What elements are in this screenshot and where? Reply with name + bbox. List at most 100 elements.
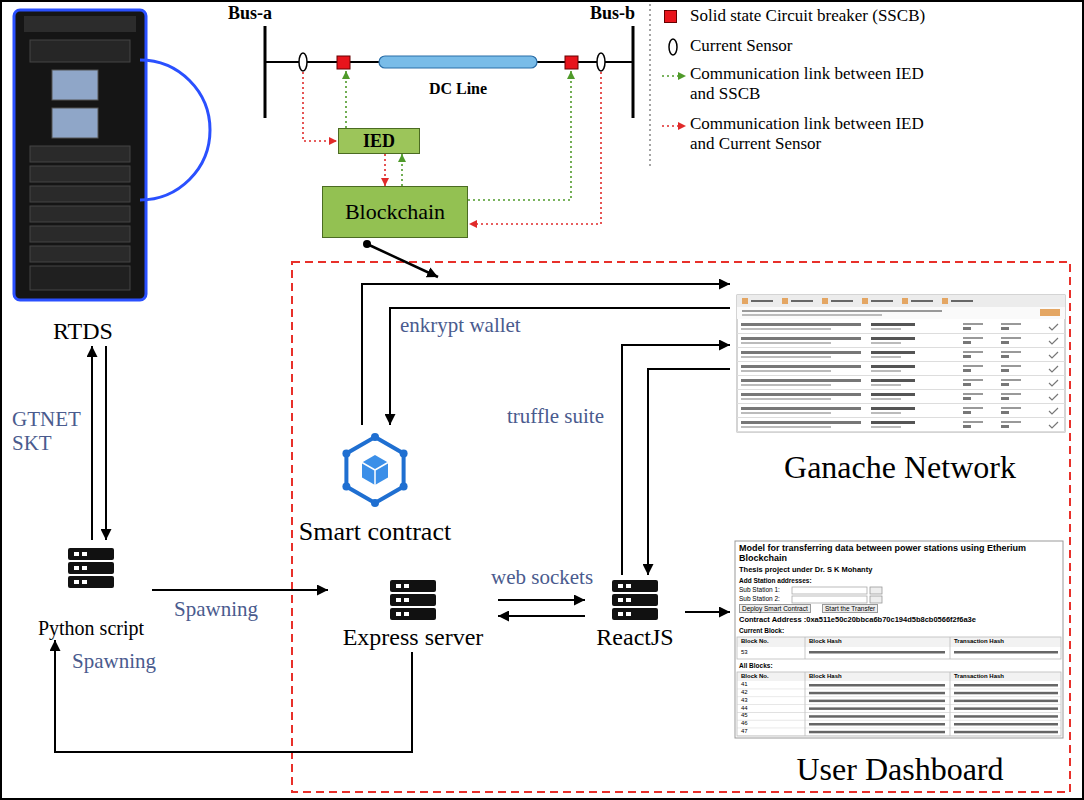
ganache-screenshot (737, 307, 1065, 319)
screen-title: Model for transferring data between powe… (739, 543, 1059, 564)
rtds-rack (52, 108, 98, 138)
dashboard-screenshot (792, 596, 867, 603)
bus-lines (264, 26, 267, 118)
table-header: Transaction Hash (954, 638, 1004, 645)
dashboard-screenshot (870, 587, 882, 594)
node-text: Blockchain (345, 199, 445, 224)
ganache-screenshot (737, 421, 1065, 432)
ganache-screenshot (737, 379, 1065, 390)
dc-line-shape (378, 55, 538, 71)
rtds-rack (30, 146, 130, 162)
connector (384, 154, 386, 186)
ganache-screenshot (782, 298, 788, 304)
dashboard-screenshot (737, 684, 1061, 689)
server-icon (390, 580, 436, 620)
rtds-rack (140, 60, 210, 200)
express-server: Express server (328, 575, 498, 652)
legend-samples (662, 39, 686, 126)
dashboard-screenshot (950, 637, 951, 659)
legend-entry: Solid state Circuit breaker (SSCB) (690, 4, 925, 28)
node-text: User Dashboard (796, 751, 1003, 788)
ganache-screenshot (742, 310, 942, 312)
rtds-rack (14, 10, 146, 300)
ganache-screenshot (822, 298, 828, 304)
legend-entry: Communication link between IED and SSCB (690, 64, 932, 106)
connector (152, 589, 328, 591)
rtds-rack (30, 186, 130, 202)
dashboard-screenshot (870, 596, 882, 603)
legend-text: Communication link between IED and Curre… (690, 114, 932, 153)
node-text: ReactJS (596, 624, 673, 652)
dashboard-screenshot (737, 637, 1061, 659)
dashboard-screenshot (737, 731, 1061, 736)
connector (622, 345, 730, 575)
table-header: Block Hash (809, 638, 842, 645)
ganache-screenshot (737, 365, 1065, 376)
edge-label: GTNET SKT (10, 408, 88, 455)
node-text: DC Line (429, 80, 487, 98)
ganache-screenshot (737, 323, 1065, 334)
dashboard-screenshot (737, 692, 1061, 697)
screen-text: Add Station addresses: (739, 577, 812, 584)
connector (498, 599, 585, 601)
legend-text: Current Sensor (690, 36, 792, 56)
blockchain-box: Blockchain (322, 186, 468, 238)
legend-samples (662, 125, 686, 127)
server-icon (68, 548, 658, 620)
region-pointer (367, 244, 438, 277)
rtds-rack (30, 166, 130, 182)
ganache-screenshot (791, 300, 813, 302)
rtds-rack (52, 70, 98, 100)
connector (105, 346, 107, 540)
ganache-screenshot (742, 298, 748, 304)
dashboard-screenshot (737, 715, 1061, 720)
dashboard-screenshot (737, 672, 1061, 681)
dashboard-screenshot (805, 672, 806, 736)
dashboard-screenshot (737, 700, 1061, 705)
rtds-rack (14, 10, 210, 300)
smart-contract-icon (400, 483, 408, 491)
comm-links (345, 71, 347, 128)
table-cell: 42 (741, 689, 748, 696)
connector (648, 369, 730, 575)
legend-swatch (664, 10, 677, 23)
smart-contract-icon (362, 455, 388, 485)
node-text: Ganache Network (784, 449, 1016, 486)
legend-samples (662, 75, 686, 77)
node-text: RTDS (53, 318, 113, 346)
smart-contract-icon (400, 450, 408, 458)
blockchain-region (292, 262, 1070, 792)
ganache-screenshot (737, 295, 1065, 432)
connector (498, 615, 585, 617)
current-sensor (299, 53, 307, 71)
screen-text: Sub Station 1: (739, 586, 780, 593)
bus-lines (265, 26, 633, 118)
ganache-screenshot (862, 298, 868, 304)
screen-text: All Blocks: (739, 662, 773, 669)
ganache-screenshot (742, 314, 882, 316)
table-cell: 45 (741, 712, 748, 719)
screen-text: Thesis project under Dr. S K Mohanty (739, 566, 872, 575)
screen-text: Current Block: (739, 627, 784, 634)
rtds-rack (30, 246, 130, 262)
ganache-screenshot (737, 295, 1065, 307)
node-text: Smart contract (299, 517, 451, 547)
dashboard-panel: User Dashboard (730, 538, 1070, 788)
dashboard-screenshot (737, 723, 1061, 728)
dashboard-screenshot (950, 672, 951, 736)
edge-label: web sockets (489, 566, 595, 590)
node-text: Python script (38, 617, 144, 640)
smart-contract: Smart contract (285, 425, 465, 547)
legend-separator (649, 4, 651, 168)
table-cell: 53 (741, 649, 748, 656)
table-header: Block No. (741, 638, 769, 645)
ganache-screenshot (1040, 309, 1060, 316)
current-sensor (597, 53, 605, 71)
sscb-symbol (565, 56, 578, 69)
dashboard-screenshot (954, 651, 1058, 654)
connector (362, 284, 730, 425)
region-pointer (363, 240, 438, 277)
screen-button: Start the Transfer (822, 604, 878, 613)
